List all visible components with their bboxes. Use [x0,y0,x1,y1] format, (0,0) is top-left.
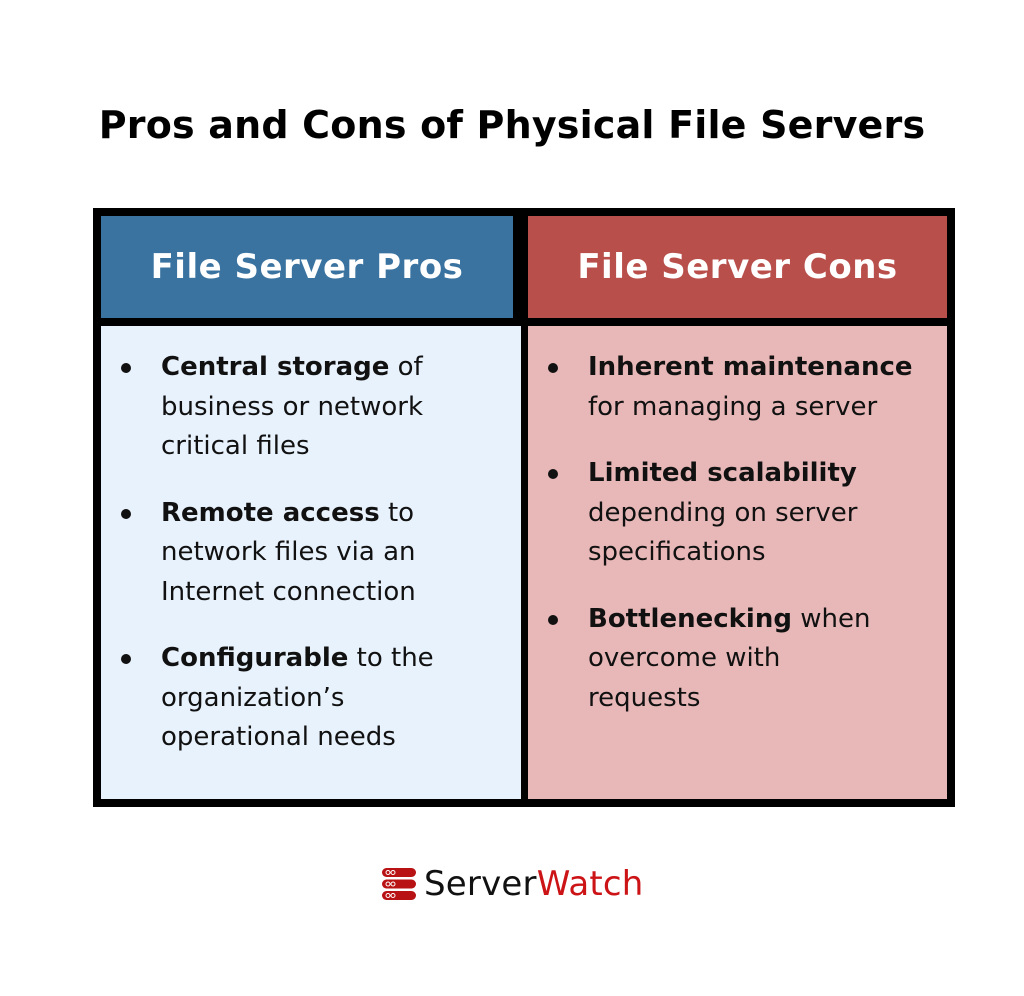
cons-item-text: when overcome with requests [588,603,871,713]
cons-list-panel: Inherent maintenance for managing a serv… [528,326,947,799]
pros-item-text: of business or network critical files [161,352,424,461]
bullet-icon [548,363,558,373]
cons-item-text: for managing a server [588,391,878,422]
bullet-icon [121,508,131,519]
bullet-icon [121,654,131,664]
cons-item: Inherent maintenance for managing a serv… [528,348,928,427]
bullet-icon [548,614,558,625]
bullet-icon [548,469,558,479]
pros-cons-table: File Server Pros File Server Cons Centra… [93,208,955,807]
pros-header: File Server Pros [101,216,513,318]
pros-item-keyword: Central storage [161,352,390,382]
cons-item-keyword: Inherent maintenance [588,352,913,382]
cons-header: File Server Cons [528,216,947,318]
logo-text-watch: Watch [536,864,644,904]
pros-item-text: to network files via an Internet connect… [161,497,416,607]
cons-item-keyword: Limited scalability [588,458,857,488]
pros-header-label: File Server Pros [150,247,464,287]
cons-item: Bottlenecking when overcome with request… [528,600,898,719]
pros-list-panel: Central storage of business or network c… [101,326,521,799]
pros-list: Central storage of business or network c… [101,348,521,785]
cons-header-label: File Server Cons [577,247,898,287]
pros-item: Remote access to network files via an In… [101,494,471,613]
logo-wordmark: ServerWatch [424,864,644,904]
cons-item-keyword: Bottlenecking [588,603,792,634]
pros-item: Configurable to the organization’s opera… [101,639,461,758]
server-rack-icon [382,868,416,900]
pros-item-keyword: Configurable [161,643,349,673]
cons-item-text: depending on server specifications [588,497,858,568]
cons-item: Limited scalability depending on server … [528,454,898,573]
pros-item: Central storage of business or network c… [101,348,471,467]
cons-list: Inherent maintenance for managing a serv… [528,348,947,745]
bullet-icon [121,363,131,373]
pros-item-keyword: Remote access [161,497,380,528]
logo-text-server: Server [424,864,537,904]
serverwatch-logo: ServerWatch [382,864,644,904]
pros-item-text: to the organization’s operational needs [161,643,434,752]
page-title: Pros and Cons of Physical File Servers [98,103,926,147]
